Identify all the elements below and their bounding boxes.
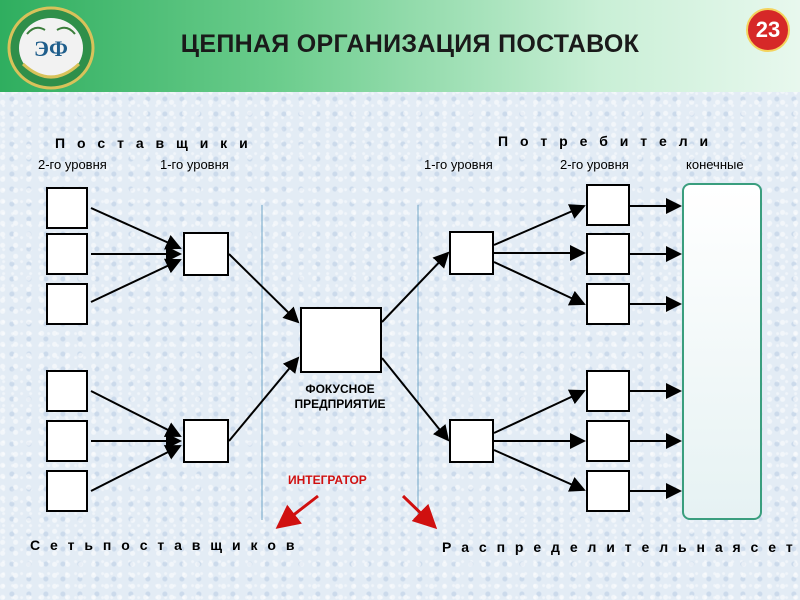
integrator-arrow-right [401,494,438,530]
slide-title: ЦЕПНАЯ ОРГАНИЗАЦИЯ ПОСТАВОК [180,30,640,58]
supplier-level1-box [183,232,229,276]
suppliers-header: П о с т а в щ и к и [55,135,252,151]
supplier-level2-box [46,420,88,462]
supplier-level1-box [183,419,229,463]
focus-label-line1: ФОКУСНОЕ [305,382,375,396]
consumer-level2-box [586,233,630,275]
suppliers-level1-label: 1-го уровня [160,157,229,172]
logo-emblem-icon: ЭФ [7,6,95,90]
consumer-level2-box [586,283,630,325]
supplier-network-label: С е т ь п о с т а в щ и к о в [30,537,298,553]
integrator-label: ИНТЕГРАТОР [288,473,367,487]
final-consumers-block [682,183,762,520]
slide-header [0,0,800,92]
focus-label-line2: ПРЕДПРИЯТИЕ [294,397,386,411]
focus-enterprise-label: ФОКУСНОЕ ПРЕДПРИЯТИЕ [270,382,410,412]
supplier-level2-box [46,233,88,275]
consumers-level2-label: 2-го уровня [560,157,629,172]
supplier-level2-box [46,283,88,325]
consumers-header: П о т р е б и т е л и [498,133,713,149]
consumers-final-label: конечные [686,157,744,172]
consumer-level2-box [586,420,630,462]
consumer-level2-box [586,470,630,512]
supplier-level2-box [46,370,88,412]
page-number-badge: 23 [746,8,790,52]
suppliers-level2-label: 2-го уровня [38,157,107,172]
svg-text:ЭФ: ЭФ [34,36,68,61]
distribution-network-label: Р а с п р е д е л и т е л ь н а я с е т … [442,539,800,555]
consumer-level2-box [586,184,630,226]
consumers-level1-label: 1-го уровня [424,157,493,172]
supplier-level2-box [46,470,88,512]
focus-enterprise-box [300,307,382,373]
consumer-level1-box [449,419,494,463]
supplier-level2-box [46,187,88,229]
integrator-arrow-left [275,494,319,529]
consumer-level1-box [449,231,494,275]
consumer-level2-box [586,370,630,412]
